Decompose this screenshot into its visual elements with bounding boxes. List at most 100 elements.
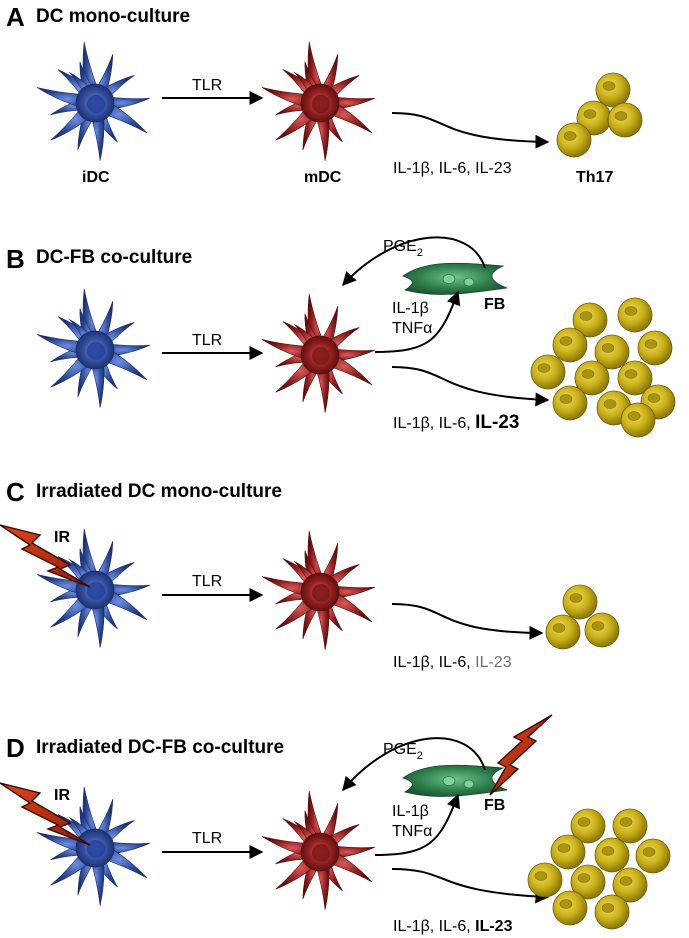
- th17-cell: [595, 72, 631, 108]
- th17-cell: [527, 862, 563, 898]
- fb-cytokine-1: IL-1β: [392, 803, 429, 820]
- fibroblast-nucleus: [442, 776, 456, 786]
- cytokine-label: IL-1β, IL-6, IL-23: [393, 160, 512, 177]
- cell-nucleus: [87, 840, 105, 858]
- th17-cluster: [527, 808, 671, 930]
- th17-cell: [620, 402, 656, 438]
- fibroblast-cell: [402, 262, 508, 295]
- tlr-label: TLR: [192, 830, 222, 847]
- fb-cytokine-1: IL-1β: [392, 300, 429, 317]
- th17-cell: [594, 334, 630, 370]
- th17-cell: [556, 122, 592, 158]
- th17-cell: [530, 354, 566, 390]
- th17-cell: [584, 612, 620, 648]
- ir-lightning-icon: [0, 782, 91, 846]
- th17-cluster: [530, 297, 676, 438]
- cytokine-label: IL-1β, IL-6, IL-23: [393, 412, 519, 433]
- panel-d: D Irradiated DC-FB co-culture IR TLR PGE…: [0, 714, 671, 935]
- th17-cell: [545, 614, 581, 650]
- cell-nucleus: [312, 584, 330, 602]
- th17-cell: [552, 890, 588, 926]
- th17-cell: [594, 894, 630, 930]
- panel-letter: D: [6, 733, 25, 763]
- fb-activation-arrow: [374, 290, 461, 353]
- th17-cell: [570, 864, 606, 900]
- cell-nucleus: [312, 347, 330, 365]
- cytokine-arrow: [391, 366, 550, 407]
- panel-title: DC-FB co-culture: [36, 247, 192, 268]
- cell-nucleus: [87, 582, 105, 600]
- th17-cell: [617, 297, 653, 333]
- th17-cell: [617, 360, 653, 396]
- mdc-cell: [261, 293, 375, 413]
- fb-activation-arrow: [374, 793, 461, 856]
- th17-cell: [562, 584, 598, 620]
- mdc-label: mDC: [304, 169, 342, 186]
- lightning-bolt: [489, 714, 553, 796]
- th17-cluster: [556, 72, 643, 158]
- cytokine-arrow: [391, 603, 544, 640]
- tlr-label: TLR: [192, 573, 222, 590]
- idc-label: iDC: [82, 169, 110, 186]
- cytokine-label: IL-1β, IL-6, IL-23: [393, 918, 513, 935]
- th17-cell: [570, 808, 606, 844]
- ir-lightning-icon: [0, 524, 91, 588]
- tlr-label: TLR: [192, 77, 222, 94]
- pge2-arrow: [342, 236, 486, 287]
- idc-cell: [36, 528, 150, 648]
- th17-cell: [552, 385, 588, 421]
- th17-label: Th17: [576, 169, 613, 186]
- pge2-label: PGE2: [383, 238, 423, 259]
- mdc-cell: [261, 530, 375, 650]
- panel-c: C Irradiated DC mono-culture IR TLR IL-1…: [0, 477, 620, 671]
- panel-letter: A: [6, 2, 25, 32]
- pge2-arrow: [342, 737, 486, 792]
- th17-cell: [635, 838, 671, 874]
- th17-cell: [574, 360, 610, 396]
- fibroblast-nucleus: [463, 277, 475, 287]
- mdc-cell: [261, 790, 375, 910]
- ir-label: IR: [54, 529, 70, 546]
- th17-cell: [572, 302, 608, 338]
- fibroblast-cell: [402, 764, 508, 797]
- th17-cell: [612, 808, 648, 844]
- idc-cell: [36, 41, 150, 161]
- th17-cluster: [545, 584, 620, 650]
- cell-nucleus: [312, 95, 330, 113]
- cell-nucleus: [87, 342, 105, 360]
- fb-lightning-icon: [489, 714, 553, 796]
- th17-cell: [607, 102, 643, 138]
- fb-cytokine-2: TNFα: [392, 823, 432, 840]
- fb-label: FB: [484, 296, 505, 313]
- mdc-cell: [261, 41, 375, 161]
- cell-nucleus: [312, 844, 330, 862]
- pge2-label: PGE2: [383, 741, 423, 762]
- cell-nucleus: [87, 95, 105, 113]
- ir-label: IR: [54, 787, 70, 804]
- tlr-label: TLR: [192, 332, 222, 349]
- th17-cell: [637, 330, 673, 366]
- panel-b: B DC-FB co-culture TLR PGE2 IL-1β TNFα F…: [6, 236, 676, 438]
- idc-cell: [36, 288, 150, 408]
- th17-cell: [594, 837, 630, 873]
- fb-label: FB: [484, 797, 505, 814]
- fb-cytokine-2: TNFα: [392, 320, 432, 337]
- fibroblast-nucleus: [442, 274, 456, 284]
- th17-cell: [552, 327, 588, 363]
- cytokine-arrow: [391, 868, 550, 904]
- panel-title: Irradiated DC-FB co-culture: [36, 737, 284, 758]
- th17-cell: [612, 867, 648, 903]
- panel-a: A DC mono-culture iDC TLR mDC IL-1β, IL-…: [6, 2, 643, 186]
- cytokine-label: IL-1β, IL-6, IL-23: [393, 654, 512, 671]
- panel-letter: B: [6, 244, 25, 274]
- idc-cell: [36, 786, 150, 906]
- panel-letter: C: [6, 477, 25, 507]
- lightning-bolt: [0, 782, 91, 846]
- cytokine-arrow: [391, 112, 550, 149]
- panel-title: DC mono-culture: [36, 6, 190, 27]
- fibroblast-nucleus: [463, 779, 475, 789]
- lightning-bolt: [0, 524, 91, 588]
- th17-cell: [550, 834, 586, 870]
- panel-title: Irradiated DC mono-culture: [36, 481, 282, 502]
